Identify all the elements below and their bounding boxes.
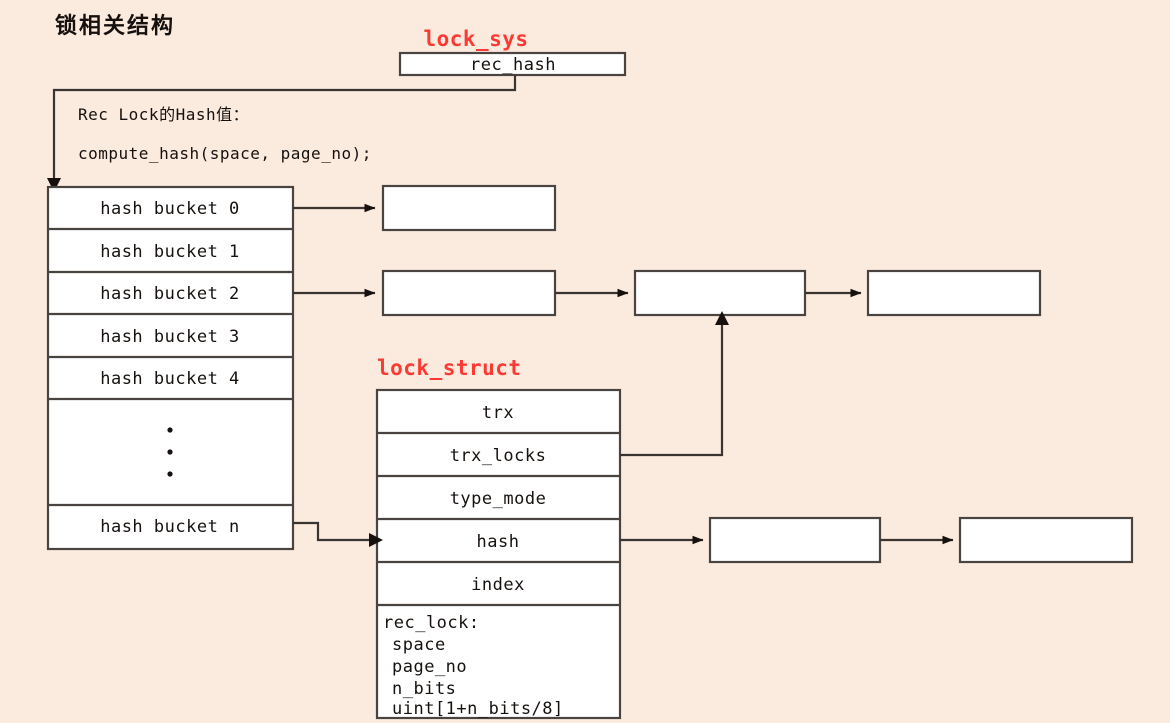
ellipsis-dot <box>167 449 173 455</box>
rec-lock-member-page-no: page_no <box>392 657 467 677</box>
lock-struct-field-trx-locks[interactable]: trx_locks <box>450 446 547 466</box>
hash-chain-node-2[interactable] <box>958 516 1134 564</box>
ellipsis-dot <box>167 427 173 433</box>
rec-lock-header: rec_lock: <box>383 613 480 633</box>
arrowhead-to-hash-table <box>47 178 61 192</box>
hash-bucket-0[interactable]: hash bucket 0 <box>100 199 240 219</box>
connector-bucket-n-to-lock-struct <box>293 521 370 542</box>
hash-bucket-3[interactable]: hash bucket 3 <box>100 327 240 347</box>
bucket2-chain-node-2[interactable] <box>633 269 807 317</box>
connector-trx-locks-to-chain-node2 <box>620 325 724 457</box>
bucket0-chain-node-1[interactable] <box>381 184 557 232</box>
bucket2-chain-node-3[interactable] <box>866 269 1042 317</box>
bucket2-chain-node-1[interactable] <box>381 269 557 317</box>
arrowhead-trx-locks <box>715 311 729 325</box>
lock-sys-label: lock_sys <box>423 27 528 51</box>
hash-bucket-table[interactable] <box>46 185 295 551</box>
lock-struct-box[interactable] <box>375 388 622 720</box>
lock-struct-label: lock_struct <box>377 356 522 380</box>
lock-struct-field-index[interactable]: index <box>471 575 525 595</box>
arrowhead-bucket-n <box>369 533 383 547</box>
ellipsis-dot <box>167 471 173 477</box>
rec-lock-member-space: space <box>392 635 446 655</box>
lock-sys-rec-hash-box[interactable] <box>398 51 627 77</box>
note-line-2: compute_hash(space, page_no); <box>78 144 372 163</box>
note-line-1: Rec Lock的Hash值： <box>78 105 249 124</box>
hash-bucket-2[interactable]: hash bucket 2 <box>100 284 240 304</box>
lock-struct-field-type-mode[interactable]: type_mode <box>450 489 547 509</box>
rec-lock-member-bitmap: uint[1+n_bits/8] <box>392 699 564 719</box>
hash-bucket-4[interactable]: hash bucket 4 <box>100 369 240 389</box>
hash-bucket-1[interactable]: hash bucket 1 <box>100 242 240 262</box>
connector-rec-hash-to-hash-table <box>52 75 517 180</box>
lock-struct-field-hash[interactable]: hash <box>477 532 520 552</box>
rec-lock-member-n-bits: n_bits <box>392 679 456 699</box>
hash-bucket-n[interactable]: hash bucket n <box>100 517 240 537</box>
lock-struct-field-trx[interactable]: trx <box>482 403 514 423</box>
hash-chain-node-1[interactable] <box>708 516 882 564</box>
lock-sys-rec-hash-label: rec_hash <box>470 55 556 75</box>
page-title: 锁相关结构 <box>55 13 175 39</box>
